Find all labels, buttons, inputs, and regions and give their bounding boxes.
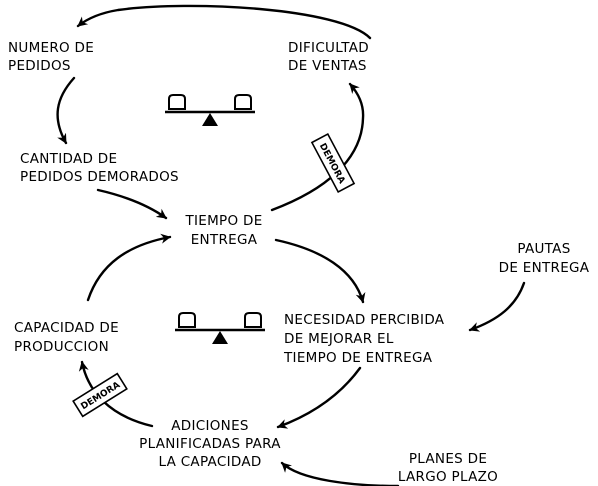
arc-necesidad-to-adiciones (276, 366, 362, 429)
arc-tiempo-to-necesidad (274, 238, 366, 304)
node-label-line: PEDIDOS DEMORADOS (20, 169, 179, 185)
arc-tiempo-to-dificultad (270, 82, 365, 212)
node-label-line: ENTREGA (191, 232, 258, 248)
arc-numero-to-demorados (56, 76, 76, 145)
arc-planes-to-adiciones (280, 461, 400, 486)
node-label-line: ADICIONES (171, 418, 249, 434)
node-cantidad-de-pedidos-demorados: CANTIDAD DE PEDIDOS DEMORADOS (20, 151, 179, 185)
node-planes-de-largo-plazo: PLANES DE LARGO PLAZO (398, 451, 498, 485)
node-label-line: PAUTAS (517, 241, 570, 257)
node-adiciones-planificadas: ADICIONES PLANIFICADAS PARA LA CAPACIDAD (139, 418, 281, 470)
node-capacidad-de-produccion: CAPACIDAD DE PRODUCCION (14, 320, 119, 355)
node-pautas-de-entrega: PAUTAS DE ENTREGA (499, 241, 590, 276)
node-label-line: TIEMPO DE (184, 213, 262, 229)
node-label-line: PLANES DE (409, 451, 487, 467)
node-label-line: DE VENTAS (288, 58, 367, 74)
arc-dificultad-to-numero (76, 4, 372, 40)
balance-scale-icon (165, 94, 255, 126)
node-label-line: TIEMPO DE ENTREGA (283, 350, 433, 366)
arc-pautas-to-necesidad (468, 281, 526, 332)
node-label-line: DIFICULTAD (288, 40, 369, 56)
node-label-line: NECESIDAD PERCIBIDA (284, 312, 445, 328)
node-label-line: CANTIDAD DE (20, 151, 117, 167)
node-label-line: LA CAPACIDAD (158, 454, 261, 470)
node-label-line: PEDIDOS (8, 58, 71, 74)
balance-scale-icon (175, 312, 265, 344)
node-label-line: NUMERO DE (8, 40, 94, 56)
node-label-line: LARGO PLAZO (398, 469, 498, 485)
arc-demorados-to-tiempo (96, 188, 168, 220)
node-label-line: PRODUCCION (14, 339, 109, 355)
node-tiempo-de-entrega: TIEMPO DE ENTREGA (184, 213, 262, 248)
node-dificultad-de-ventas: DIFICULTAD DE VENTAS (288, 40, 369, 74)
node-label-line: DE ENTREGA (499, 260, 590, 276)
node-label-line: PLANIFICADAS PARA (139, 436, 281, 452)
node-numero-de-pedidos: NUMERO DE PEDIDOS (8, 40, 94, 74)
node-label-line: CAPACIDAD DE (14, 320, 119, 336)
delay-marker-lower: DEMORA (72, 372, 128, 418)
node-label-line: DE MEJORAR EL (284, 331, 394, 347)
node-necesidad-percibida: NECESIDAD PERCIBIDA DE MEJORAR EL TIEMPO… (283, 312, 445, 366)
arc-capacidad-to-tiempo (86, 233, 172, 302)
delay-marker-upper: DEMORA (310, 132, 356, 194)
